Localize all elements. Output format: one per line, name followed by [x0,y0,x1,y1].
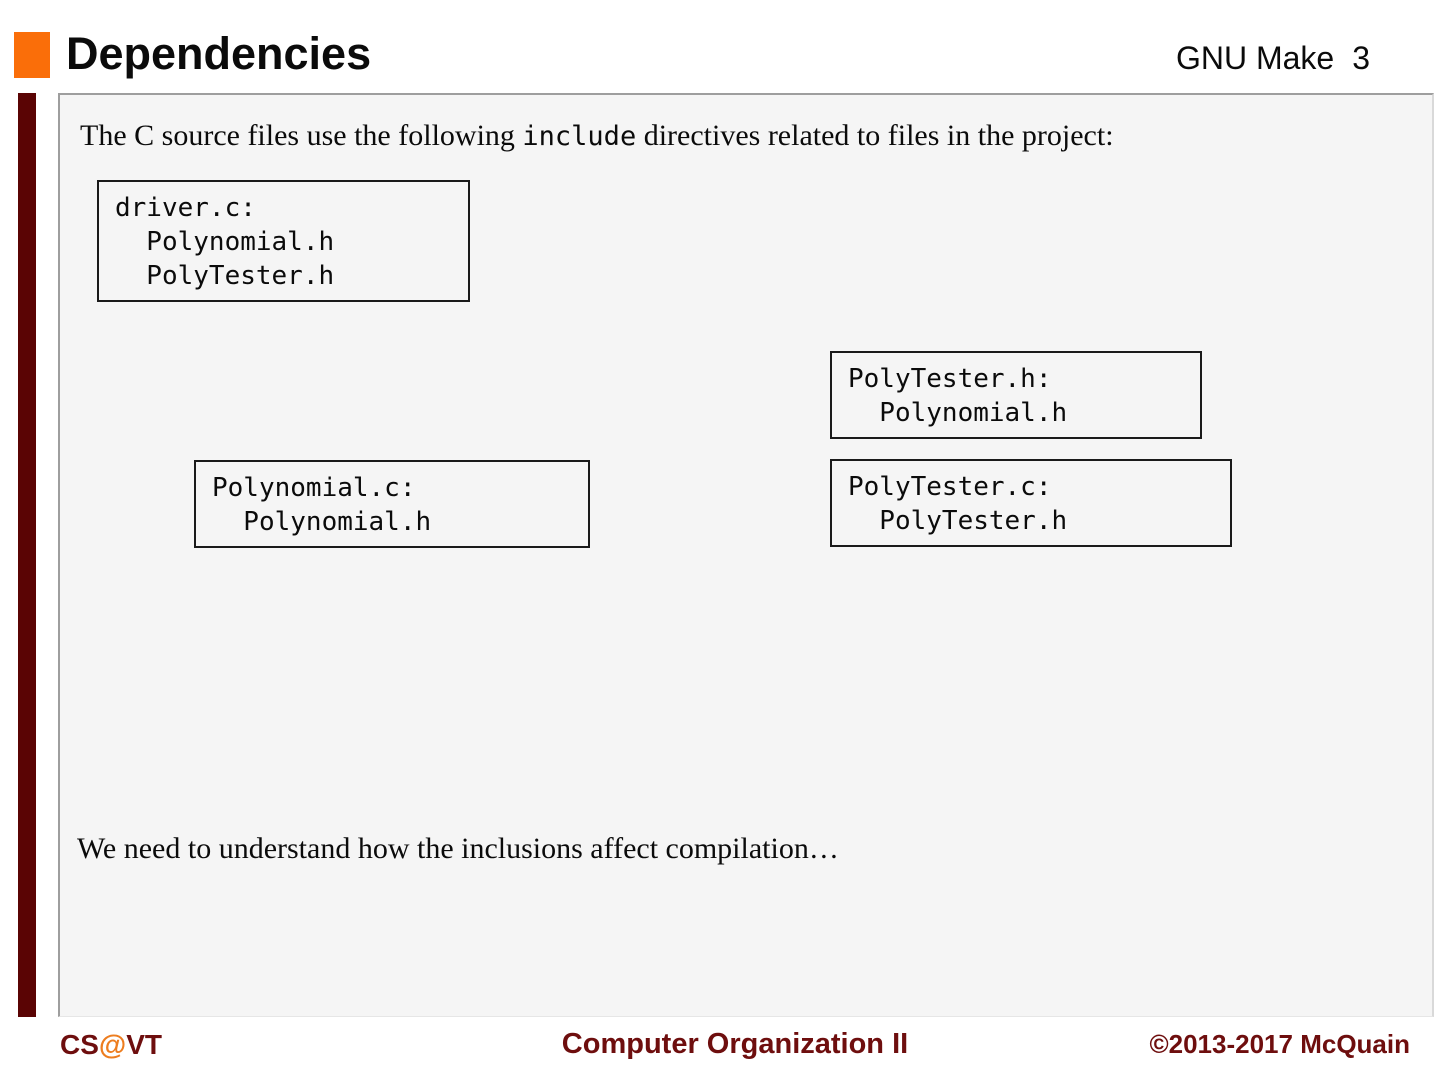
intro-text-pre: The C source files use the following [80,119,523,152]
left-accent-bar [18,93,36,1017]
page-title: Dependencies [66,28,372,79]
footer-copyright: ©2013-2017 McQuain [1149,1029,1410,1059]
topic-label: GNU Make [1175,40,1335,76]
intro-text-post: directives related to files in the proje… [636,119,1114,152]
dependency-box-polynomial-c: Polynomial.c: Polynomial.h [194,460,590,548]
footer-csvt: CS@VT [60,1029,562,1061]
intro-sentence: The C source files use the following inc… [80,119,1114,153]
footer-course-title: Computer Organization II [561,1028,909,1060]
slide-number: 3 [1352,40,1370,76]
dependency-box-polytester-c: PolyTester.c: PolyTester.h [830,459,1232,547]
dependency-box-driver-c: driver.c: Polynomial.h PolyTester.h [97,180,470,302]
slide-accent-square [14,32,50,78]
footer-cs: CS [60,1028,99,1060]
footer-at-sign: @ [98,1028,127,1060]
footer-vt: VT [126,1028,162,1060]
dependency-box-polytester-h: PolyTester.h: Polynomial.h [830,351,1202,439]
slide-content-panel: The C source files use the following inc… [58,93,1434,1017]
include-keyword: include [522,121,637,152]
closing-sentence: We need to understand how the inclusions… [77,832,839,865]
slide-footer: CS@VT Computer Organization II ©2013-201… [0,1017,1440,1080]
header-topic: GNU Make 3 [1176,40,1370,77]
